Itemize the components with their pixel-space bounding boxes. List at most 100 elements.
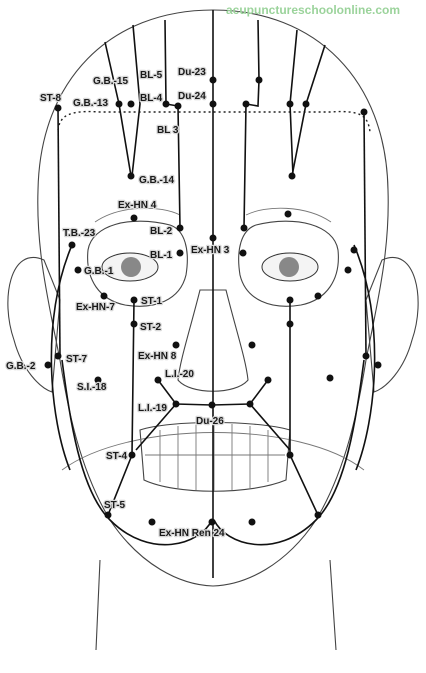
bladder-meridian-right xyxy=(243,19,260,229)
neck-outline xyxy=(95,559,337,651)
left-eyebrow xyxy=(94,207,181,223)
point-tb23 xyxy=(68,241,76,249)
point-st5 xyxy=(104,511,112,519)
label-li19: L.I.-19 xyxy=(138,403,167,414)
point-st2-right xyxy=(286,320,294,328)
point-li19-right xyxy=(246,400,254,408)
point-st1-right xyxy=(286,296,294,304)
point-du26 xyxy=(208,401,216,409)
label-exhn24: Ex-HN Ren 24 xyxy=(159,528,225,539)
stomach-meridian-face-right xyxy=(289,300,319,516)
point-exhn-left xyxy=(148,518,156,526)
point-bl2 xyxy=(176,224,184,232)
skull-illustration xyxy=(7,9,419,651)
gallbladder-meridian-left xyxy=(104,41,132,177)
stomach-meridian-face-left xyxy=(107,299,135,516)
label-st1: ST-1 xyxy=(141,296,163,307)
point-st4-right xyxy=(286,451,294,459)
left-ear xyxy=(7,257,61,393)
point-gb15-right xyxy=(286,100,294,108)
label-du24: Du-24 xyxy=(178,91,206,102)
point-gb13-right xyxy=(302,100,310,108)
label-bl4: BL-4 xyxy=(140,93,163,104)
left-orbit xyxy=(87,220,188,307)
label-st8: ST-8 xyxy=(40,93,62,104)
point-gb1 xyxy=(74,266,82,274)
stomach-meridian-temple-left xyxy=(57,107,61,357)
gallbladder-meridian-left-2 xyxy=(131,24,141,177)
label-gb1: G.B.-1 xyxy=(84,266,114,277)
right-eyebrow xyxy=(245,207,332,223)
label-bl5: BL-5 xyxy=(140,70,163,81)
point-exhn4 xyxy=(130,214,138,222)
triple-burner-line-left xyxy=(50,244,73,471)
point-bl5-right xyxy=(255,76,263,84)
point-st2 xyxy=(130,320,138,328)
point-st4 xyxy=(128,451,136,459)
point-st7 xyxy=(54,352,62,360)
jaw-line xyxy=(61,432,365,471)
point-exhn-right xyxy=(248,518,256,526)
point-bl2-right xyxy=(240,224,248,232)
point-li19 xyxy=(172,400,180,408)
point-bl1 xyxy=(176,249,184,257)
head-outline xyxy=(37,9,389,587)
teeth-lines xyxy=(145,424,285,491)
bladder-meridian-left xyxy=(164,19,181,229)
label-gb2: G.B.-2 xyxy=(6,361,36,372)
point-exhn7-right xyxy=(314,292,322,300)
mouth-corner-lines xyxy=(135,403,291,451)
label-gb14: G.B.-14 xyxy=(139,175,174,186)
label-tb23: T.B.-23 xyxy=(63,228,96,239)
right-iris xyxy=(279,257,299,277)
label-du26: Du-26 xyxy=(196,416,224,427)
gallbladder-meridian-right-2 xyxy=(291,44,326,177)
point-bl5 xyxy=(162,100,170,108)
point-exhn8 xyxy=(172,341,180,349)
point-bl4-right xyxy=(242,100,250,108)
watermark-text: acupunctureschoolonline.com xyxy=(226,3,400,17)
label-du23: Du-23 xyxy=(178,67,206,78)
point-ren24 xyxy=(208,518,216,526)
point-si18 xyxy=(94,376,102,384)
label-gb15: G.B.-15 xyxy=(93,76,128,87)
point-exhn3 xyxy=(209,234,217,242)
label-exhn8: Ex-HN 8 xyxy=(138,351,177,362)
meridian-lines xyxy=(50,10,376,578)
label-st5: ST-5 xyxy=(104,500,126,511)
label-st7: ST-7 xyxy=(66,354,88,365)
triple-burner-line-right xyxy=(353,244,376,471)
point-exhn7 xyxy=(100,292,108,300)
right-ear xyxy=(365,257,419,393)
point-gb2 xyxy=(44,361,52,369)
point-exhn4-right xyxy=(284,210,292,218)
point-st8-right xyxy=(360,108,368,116)
stomach-meridian-temple-right xyxy=(363,111,367,357)
label-exhn3: Ex-HN 3 xyxy=(191,245,230,256)
point-st5-right xyxy=(314,511,322,519)
label-bl1: BL-1 xyxy=(150,250,173,261)
acupuncture-points xyxy=(44,76,382,526)
label-li20: L.I.-20 xyxy=(165,369,194,380)
point-exhn8-right xyxy=(248,341,256,349)
point-gb14-right xyxy=(288,172,296,180)
point-si18-right xyxy=(326,374,334,382)
point-du24 xyxy=(209,100,217,108)
point-gb13 xyxy=(115,100,123,108)
point-labels: G.B.-15 BL-5 Du-23 ST-8 G.B.-13 BL-4 Du-… xyxy=(5,66,231,541)
label-exhn7: Ex-HN-7 xyxy=(76,302,115,313)
hairline xyxy=(57,110,371,133)
point-st8 xyxy=(54,104,62,112)
point-li20-right xyxy=(264,376,272,384)
point-bl4 xyxy=(174,102,182,110)
label-bl3: BL 3 xyxy=(157,125,179,136)
point-du23 xyxy=(209,76,217,84)
label-st4: ST-4 xyxy=(106,451,128,462)
jaw-meridian-left xyxy=(61,359,213,546)
teeth xyxy=(139,421,291,492)
point-bl1-right xyxy=(239,249,247,257)
point-gb14 xyxy=(127,172,135,180)
point-tb23-right xyxy=(350,246,358,254)
point-st1 xyxy=(130,296,138,304)
